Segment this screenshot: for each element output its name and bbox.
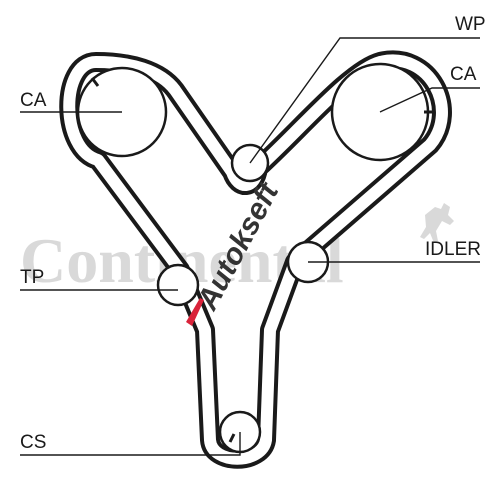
label-ca-left: CA <box>20 90 47 111</box>
leader-lines <box>20 37 480 456</box>
timing-mark-crank <box>228 433 236 443</box>
leader-ca-right <box>379 87 480 113</box>
label-idler: IDLER <box>425 239 481 260</box>
label-cs: CS <box>20 432 46 453</box>
label-ca-right: CA <box>450 64 477 85</box>
timing-belt <box>59 50 452 469</box>
leader-wp <box>249 37 480 164</box>
leader-cs <box>20 432 241 456</box>
label-wp: WP <box>455 14 486 35</box>
autokseft-red-mark <box>186 298 204 326</box>
continental-logo-mark <box>420 203 454 243</box>
label-tp: TP <box>20 267 44 288</box>
tensioner-pulley <box>156 263 200 307</box>
timing-mark-left-cam <box>90 77 100 87</box>
